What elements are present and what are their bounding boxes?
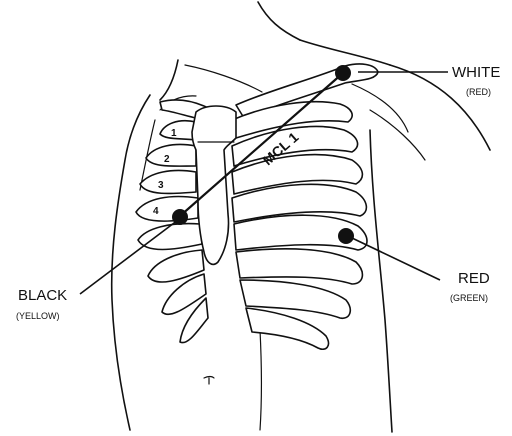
rib-number-4: 4 (153, 206, 159, 217)
red-alt-label: (GREEN) (450, 293, 488, 303)
rib-number-1: 1 (171, 128, 177, 139)
white-label: WHITE (452, 64, 500, 81)
black-label: BLACK (18, 287, 67, 304)
black-leader-line (80, 220, 178, 294)
red-electrode (338, 228, 354, 244)
black-alt-label: (YELLOW) (16, 311, 60, 321)
black-electrode (172, 209, 188, 225)
red-label: RED (458, 270, 490, 287)
rib-number-2: 2 (164, 154, 170, 165)
white-electrode (335, 65, 351, 81)
red-leader-line (352, 238, 440, 280)
rib-number-3: 3 (158, 180, 164, 191)
white-alt-label: (RED) (466, 87, 491, 97)
navel-mark (204, 377, 214, 385)
